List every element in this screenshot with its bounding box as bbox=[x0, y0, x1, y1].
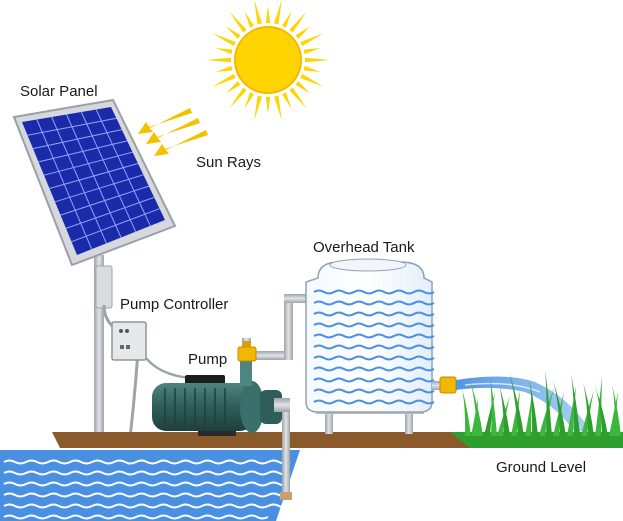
grass-blade bbox=[511, 390, 520, 436]
sun-spike bbox=[254, 0, 262, 25]
sun-spike bbox=[225, 26, 241, 39]
sun-rays-label: Sun Rays bbox=[196, 154, 262, 171]
panel-grid-line bbox=[43, 151, 133, 176]
sun-spike bbox=[300, 74, 324, 87]
sun-spike bbox=[300, 33, 324, 46]
panel-grid-line bbox=[65, 196, 155, 229]
tank-wave bbox=[313, 333, 435, 339]
tank-wave bbox=[313, 366, 435, 372]
sun-spike bbox=[303, 66, 321, 73]
grass-blade bbox=[529, 378, 538, 436]
tank-wave bbox=[313, 300, 435, 306]
tank-wave bbox=[313, 289, 435, 295]
panel-grid-line bbox=[54, 174, 144, 203]
sun-spike bbox=[295, 26, 311, 39]
sun-spike bbox=[289, 87, 307, 109]
sun-spike bbox=[215, 66, 233, 73]
sun-spike bbox=[212, 74, 236, 87]
panel-grid-line bbox=[71, 208, 160, 243]
tank-icon bbox=[305, 258, 435, 434]
sun-spike bbox=[282, 92, 292, 109]
grass-blade bbox=[583, 382, 594, 436]
inlet-pipe bbox=[280, 404, 292, 500]
pond-wave bbox=[3, 481, 291, 487]
sun-spike bbox=[274, 95, 282, 121]
pond-wave bbox=[3, 514, 269, 520]
pond-wave bbox=[3, 492, 291, 498]
pump-controller-box bbox=[111, 321, 191, 380]
panel-grid bbox=[27, 109, 160, 250]
tank-wave bbox=[313, 377, 435, 383]
sun-spike bbox=[244, 11, 254, 28]
water-pond bbox=[0, 450, 300, 521]
grass-blade bbox=[595, 386, 608, 436]
grass-blade bbox=[462, 388, 471, 436]
tank-wave bbox=[313, 344, 435, 350]
pump-icon bbox=[152, 356, 290, 436]
tank-wave bbox=[313, 322, 435, 328]
valve-icon bbox=[237, 341, 257, 362]
tank-wave bbox=[313, 399, 435, 405]
sun-spike bbox=[229, 11, 247, 33]
panel-grid-line bbox=[49, 163, 139, 189]
pond-wave bbox=[3, 459, 291, 465]
sun-spike bbox=[212, 33, 236, 46]
tank-wave bbox=[313, 388, 435, 394]
outlet bbox=[432, 376, 590, 432]
panel-grid-line bbox=[38, 140, 128, 163]
sun-spike bbox=[254, 95, 262, 121]
grass-blade bbox=[595, 376, 602, 436]
grass-blade bbox=[490, 376, 497, 436]
ground-level-label: Ground Level bbox=[496, 459, 587, 476]
pump-label: Pump bbox=[188, 351, 228, 368]
sun-spike bbox=[303, 47, 321, 54]
sun-spikes bbox=[206, 0, 330, 121]
sun-spike bbox=[206, 57, 232, 63]
grass-blade bbox=[539, 388, 554, 436]
sun-spike bbox=[289, 11, 307, 33]
tank-wave bbox=[313, 311, 435, 317]
panel-grid-line bbox=[27, 117, 117, 136]
grass-blade bbox=[509, 372, 524, 436]
sun-spike bbox=[295, 81, 311, 94]
sun-spike bbox=[265, 96, 271, 114]
sun-spike bbox=[229, 87, 247, 109]
tank-waves bbox=[313, 289, 435, 405]
pond-waves bbox=[3, 459, 291, 520]
sun-spike bbox=[274, 0, 282, 25]
grass-icon bbox=[462, 370, 621, 436]
pond-wave bbox=[3, 503, 291, 509]
grass-blade bbox=[571, 374, 580, 436]
sun-spike bbox=[265, 6, 271, 24]
grass-blade bbox=[499, 384, 510, 436]
pond-wave bbox=[3, 470, 291, 476]
grass-blade bbox=[525, 394, 532, 436]
grass-blade bbox=[545, 370, 552, 436]
solar-panel-label: Solar Panel bbox=[20, 83, 98, 100]
grass-blade bbox=[470, 380, 483, 436]
pump-controller-label: Pump Controller bbox=[120, 296, 229, 313]
sun-spike bbox=[244, 92, 254, 109]
solar-panel-icon bbox=[12, 98, 177, 267]
sun-spike bbox=[282, 11, 292, 28]
grass-blade bbox=[553, 392, 564, 436]
overhead-tank-label: Overhead Tank bbox=[313, 239, 415, 256]
sun-spike bbox=[304, 57, 330, 63]
panel-grid-line bbox=[60, 185, 149, 216]
sun-ray-arrows bbox=[138, 108, 208, 156]
sun-icon bbox=[206, 0, 330, 121]
sun-spike bbox=[225, 81, 241, 94]
grass-blade bbox=[553, 380, 566, 436]
grass-blade bbox=[612, 384, 621, 436]
grass-blade bbox=[471, 398, 478, 436]
sun-spike bbox=[215, 47, 233, 54]
tank-wave bbox=[313, 355, 435, 361]
panel-grid-line bbox=[32, 129, 122, 150]
